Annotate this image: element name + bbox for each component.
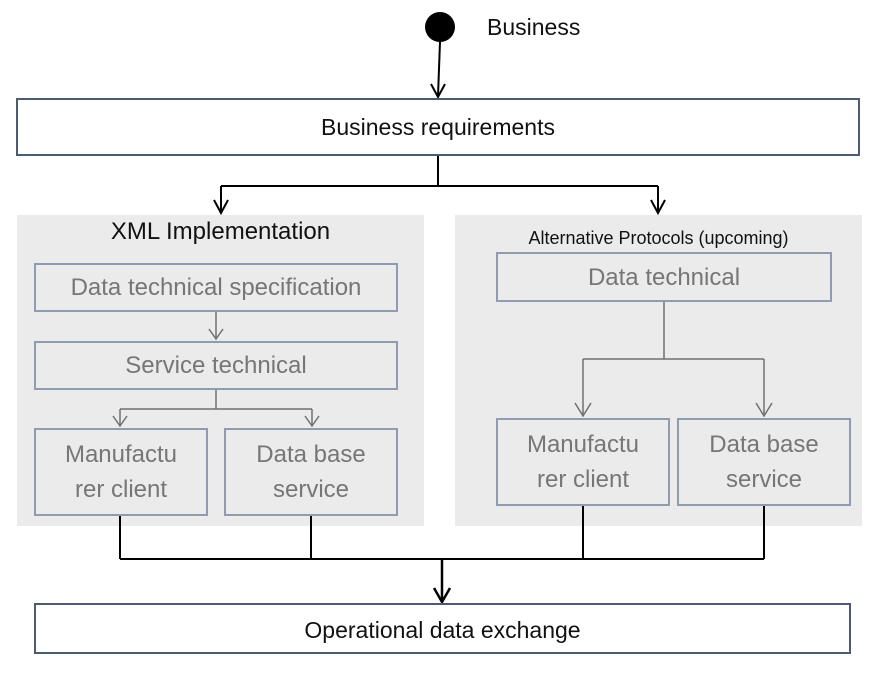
business-requirements-box: Business requirements [16, 98, 860, 156]
alt-database-line-1: Data base [709, 431, 819, 458]
business-start-label: Business [487, 14, 581, 40]
data-technical-specification-label: Data technical specification [70, 274, 362, 301]
alt-manufacturer-line-2: rer client [536, 466, 630, 493]
alt-manufacturer-line-1: Manufactu [526, 431, 640, 458]
alt-database-service-box: Data base service [677, 418, 851, 506]
service-technical-label: Service technical [125, 352, 307, 379]
alternative-protocols-panel [455, 215, 862, 526]
data-technical-specification-box: Data technical specification [34, 263, 398, 312]
business-requirements-label: Business requirements [321, 113, 555, 140]
xml-implementation-panel [17, 215, 424, 526]
service-technical-box: Service technical [34, 341, 398, 390]
start-node [425, 12, 455, 42]
xml-manufacturer-client-box: Manufactu rer client [34, 428, 208, 516]
xml-manufacturer-line-1: Manufactu [64, 441, 178, 468]
alt-manufacturer-client-box: Manufactu rer client [496, 418, 670, 506]
alt-panel-title: Alternative Protocols (upcoming) [528, 228, 789, 248]
alt-data-technical-label: Data technical [587, 263, 741, 291]
operational-data-exchange-label: Operational data exchange [304, 617, 581, 643]
alt-database-line-2: service [725, 466, 803, 493]
alt-data-technical-box: Data technical [496, 252, 832, 302]
xml-database-service-box: Data base service [224, 428, 398, 516]
xml-database-line-2: service [272, 476, 350, 503]
operational-data-exchange-box: Operational data exchange [34, 603, 851, 654]
xml-manufacturer-line-2: rer client [74, 476, 168, 503]
xml-database-line-1: Data base [256, 441, 366, 468]
xml-panel-title: XML Implementation [110, 218, 331, 245]
